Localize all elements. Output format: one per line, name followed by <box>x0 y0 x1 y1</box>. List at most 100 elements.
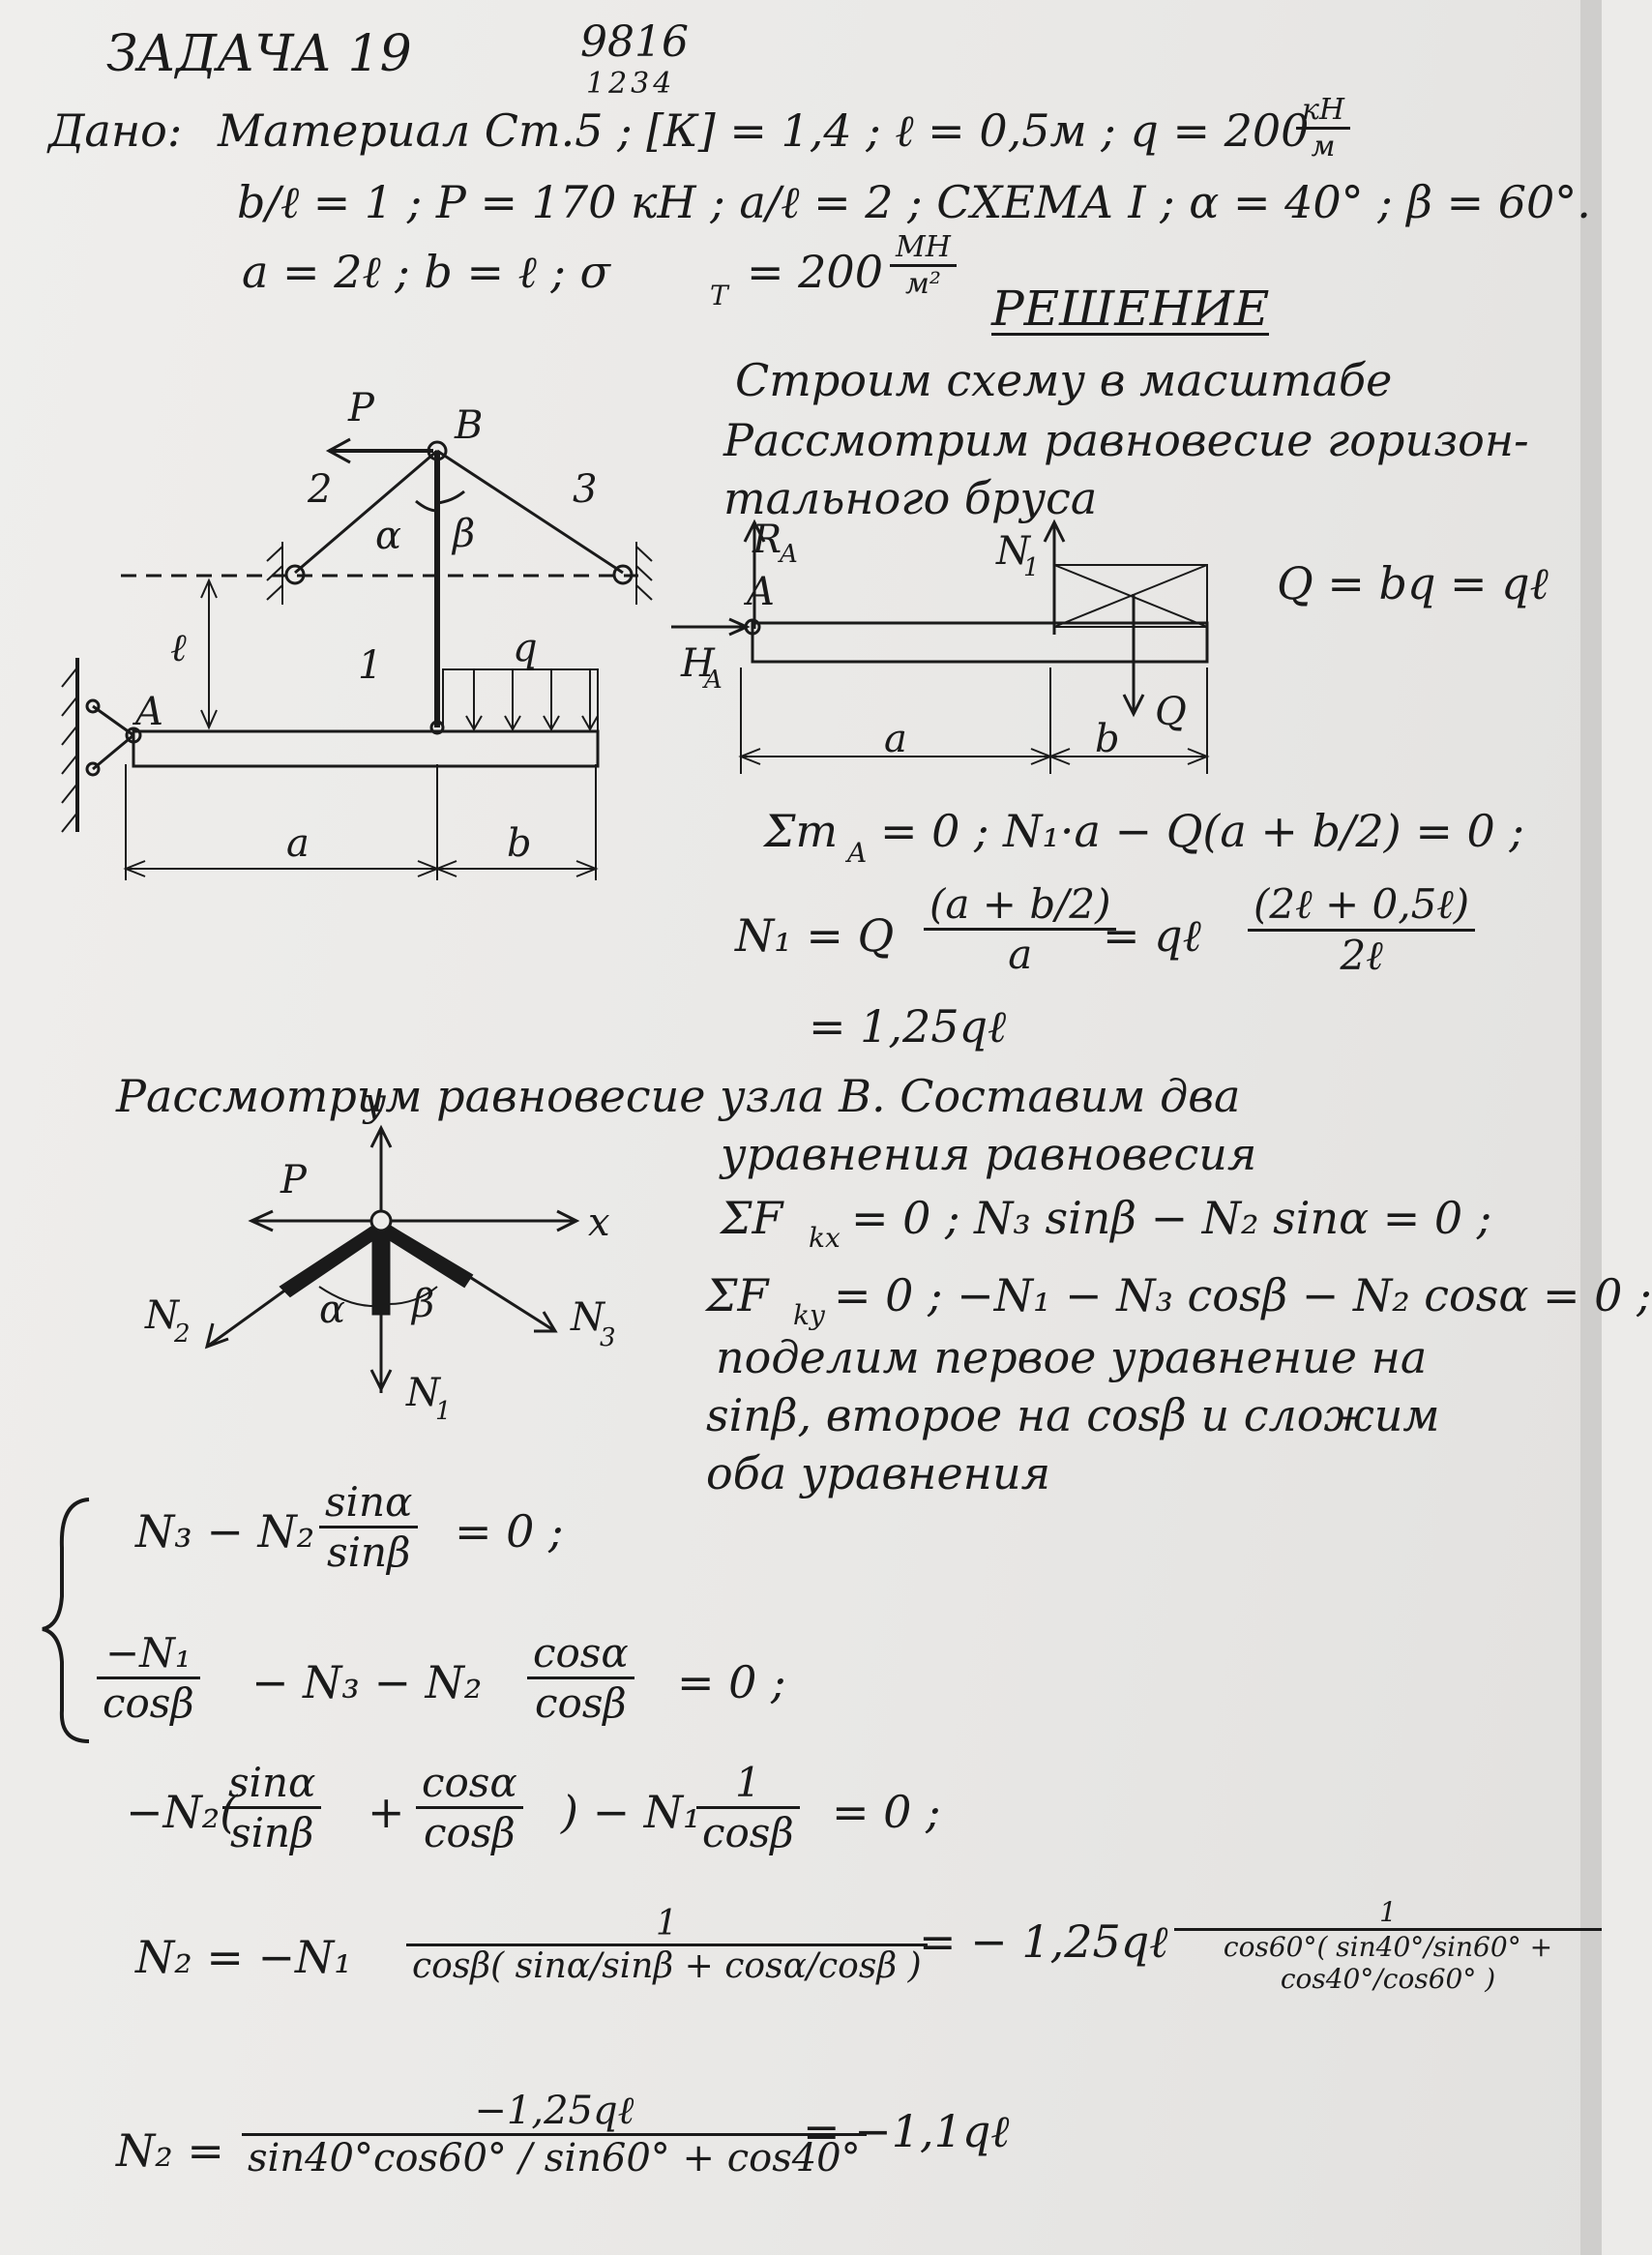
d1-label-b-dim: b <box>507 821 532 866</box>
d1-label-rod3: 3 <box>573 467 598 512</box>
hinge-rod3 <box>612 564 634 585</box>
d1-label-q: q <box>513 626 538 670</box>
d1-label-a: A <box>135 690 163 734</box>
d3-label-n3: N <box>571 1295 605 1340</box>
d3-label-n3-sub: 3 <box>600 1323 616 1352</box>
wall-hatch-rod2 <box>266 542 283 605</box>
eq-y-sub: ky <box>793 1299 825 1331</box>
angle-beta-arc <box>436 490 465 505</box>
given-line-2: b/ℓ = 1 ; P = 170 кН ; a/ℓ = 2 ; СХЕМА I… <box>237 176 1591 228</box>
n1-frac: (a + b/2) a <box>924 880 1117 978</box>
moment-eq-rest: = 0 ; N₁·a − Q(a + b/2) = 0 ; <box>880 805 1524 857</box>
given-q-unit: кН м <box>1296 93 1351 163</box>
d3-label-n2: N <box>145 1293 179 1338</box>
n1-frac2: (2ℓ + 0,5ℓ) 2ℓ <box>1248 880 1476 980</box>
given-line-1: Материал Ст.5 ; [К] = 1,4 ; ℓ = 0,5м ; q… <box>218 104 1310 157</box>
d3-label-p: P <box>280 1158 307 1202</box>
force-p-arrowhead <box>325 437 351 464</box>
d3-label-x: x <box>588 1201 610 1245</box>
support-pin-a1 <box>85 698 101 714</box>
solution-heading: РЕШЕНИЕ <box>991 281 1270 337</box>
sum-lhs: −N₂( <box>126 1786 238 1838</box>
sum-frac3: 1 cosβ <box>696 1759 800 1856</box>
distributed-load-frame <box>442 668 599 732</box>
given-label: Дано: <box>48 104 183 157</box>
variant-index: 1234 <box>586 67 676 101</box>
system-brace <box>42 1498 90 1743</box>
d3-label-beta: β <box>412 1282 435 1326</box>
paper-sheet <box>0 0 1602 2255</box>
sys2-rhs: = 0 ; <box>677 1656 786 1708</box>
n1-lhs: N₁ = Q <box>735 909 895 962</box>
given-line-3: a = 2ℓ ; b = ℓ ; σ <box>242 246 610 298</box>
n2f-frac: −1,25qℓ sin40°cos60° / sin60° + cos40° <box>242 2088 867 2181</box>
sum-plus: + <box>368 1786 405 1838</box>
d1-label-a-dim: a <box>286 821 310 866</box>
d3-label-alpha: α <box>319 1288 346 1332</box>
solution-text-6: поделим первое уравнение на <box>716 1331 1428 1383</box>
sys2-frac2: cosα cosβ <box>527 1629 634 1727</box>
eq-x-rest: = 0 ; N₃ sinβ − N₂ sinα = 0 ; <box>851 1192 1492 1244</box>
n1-mid: = qℓ <box>1103 909 1201 962</box>
d1-label-l: ℓ <box>170 626 187 670</box>
d3-beta-arc <box>388 1286 438 1305</box>
sum-rhs: = 0 ; <box>832 1786 941 1838</box>
d1-label-b: B <box>455 403 484 448</box>
force-p-arrowhead-node <box>248 1209 274 1232</box>
node-b-hinge <box>369 1209 393 1232</box>
eq-x-sub: kx <box>809 1222 841 1254</box>
d3-alpha-arc <box>318 1286 374 1307</box>
sys1-frac: sinα sinβ <box>319 1478 419 1576</box>
wall-hatch-left <box>61 667 78 833</box>
d2-label-a-dim: a <box>884 717 907 761</box>
support-pin-a2 <box>85 761 101 777</box>
n2-lhs: N₂ = −N₁ <box>135 1931 352 1983</box>
d2-label-q: Q <box>1155 690 1187 734</box>
d2-beam <box>751 621 1209 664</box>
n2-frac: 1 cosβ( sinα/sinβ + cosα/cosβ ) <box>406 1904 928 1986</box>
d2-label-ra-sub: A <box>780 540 798 569</box>
d1-label-beta: β <box>453 512 476 556</box>
d3-label-y: y <box>364 1081 386 1125</box>
problem-title: ЗАДАЧА 19 <box>106 25 412 83</box>
beam <box>132 729 600 768</box>
sys1-rhs: = 0 ; <box>455 1505 564 1558</box>
d1-label-rod1: 1 <box>358 643 383 688</box>
rod-2 <box>294 449 438 575</box>
moment-eq-sum: Σm <box>764 805 839 857</box>
solution-text-3: тального бруса <box>723 472 1098 524</box>
d2-label-ha: H <box>681 641 715 686</box>
n2f-lhs: N₂ = <box>116 2124 224 2177</box>
rod-3 <box>436 449 624 575</box>
d2-label-ha-sub: A <box>704 666 723 695</box>
given-sigma-sub: Т <box>710 280 728 312</box>
sum-frac2: cosα cosβ <box>416 1759 523 1856</box>
d1-label-p: P <box>348 386 374 430</box>
d3-label-n1-sub: 1 <box>435 1397 452 1426</box>
n2f-result: = −1,1qℓ <box>803 2105 1010 2157</box>
d2-label-n1: N <box>996 529 1030 574</box>
solution-text-8: оба уравнения <box>706 1447 1051 1499</box>
solution-text-1: Строим схему в масштабе <box>735 354 1393 406</box>
n1-result: = 1,25qℓ <box>809 1000 1007 1053</box>
q-formula: Q = bq = qℓ <box>1277 557 1549 609</box>
n2-mid: = − 1,25qℓ <box>919 1915 1168 1968</box>
n2-frac-b: 1 cos60°( sin40°/sin60° + cos40°/cos60° … <box>1174 1896 1602 1995</box>
sys1-lhs: N₃ − N₂ <box>135 1505 315 1558</box>
d3-label-n2-sub: 2 <box>174 1320 191 1349</box>
wall-hatch-rod3 <box>635 542 653 605</box>
distributed-load-arrows <box>465 669 599 732</box>
solution-text-5: уравнения равновесия <box>721 1128 1257 1180</box>
d1-label-rod2: 2 <box>308 467 333 512</box>
d3-label-n1: N <box>406 1371 440 1415</box>
diagram-scheme <box>61 437 653 880</box>
support-link-a1 <box>92 704 134 737</box>
eq-x-sum: ΣF <box>721 1192 783 1244</box>
d1-label-alpha: α <box>375 514 402 558</box>
hinge-rod2 <box>284 564 306 585</box>
diagram-beam-fbd <box>671 519 1210 774</box>
sys2-mid: − N₃ − N₂ <box>251 1656 483 1708</box>
angle-alpha-arc <box>415 499 438 513</box>
paper-edge <box>1580 0 1602 2255</box>
diagram-node-b <box>204 1124 580 1393</box>
